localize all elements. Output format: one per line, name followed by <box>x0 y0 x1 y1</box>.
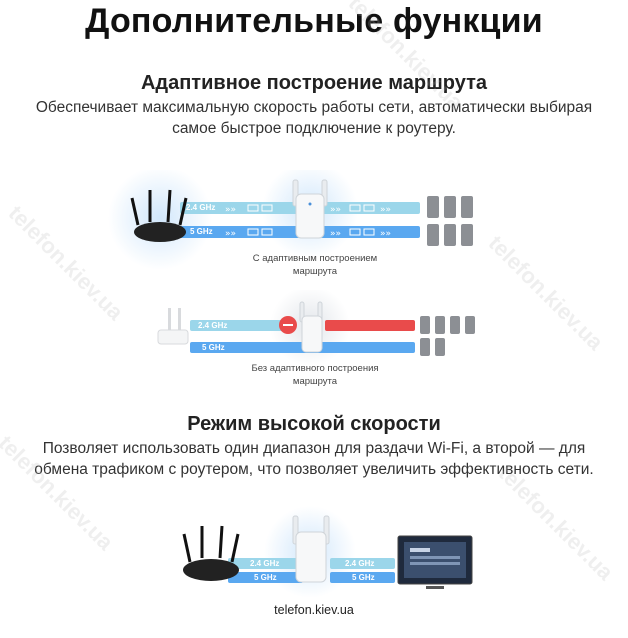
svg-text:»»: »» <box>380 229 391 239</box>
client-devices <box>427 196 473 246</box>
section1-description-line2: самое быстрое подключение к роутеру. <box>172 120 456 137</box>
non-adaptive-path-diagram: 2.4 GHz 5 GHz Без адаптивного построения… <box>0 286 628 395</box>
router-glow <box>108 166 212 270</box>
section2-title: Режим высокой скорости <box>187 413 441 435</box>
svg-text:»»: »» <box>330 229 341 239</box>
without-adaptive-caption-line1: Без адаптивного построения <box>251 363 379 374</box>
non-adaptive-path-illustration <box>157 286 475 366</box>
svg-text:»»: »» <box>225 205 236 215</box>
without-adaptive-caption-line2: маршрута <box>292 376 338 387</box>
band-5-label-2: 5 GHz <box>202 343 225 352</box>
svg-text:»»: »» <box>380 205 391 215</box>
band-5-bar-left <box>228 572 303 583</box>
router-white-icon <box>157 308 189 345</box>
band-24-label-1: 2.4 GHz <box>186 203 216 212</box>
footer-site-name: telefon.kiev.ua <box>274 603 354 617</box>
band-24-label-3b: 2.4 GHz <box>345 559 375 568</box>
extender-icon <box>292 179 328 239</box>
router-icon-3 <box>182 525 240 581</box>
section2-description-line1: Позволяет использовать один диапазон для… <box>42 440 586 457</box>
with-adaptive-caption: С адаптивным построением маршрута <box>230 252 400 278</box>
packet-icons <box>247 204 375 236</box>
extender-icon-3 <box>292 515 330 583</box>
section1-title: Адаптивное построение маршрута <box>140 72 488 94</box>
extender-icon-2 <box>299 301 323 353</box>
adaptive-path-illustration: »» »» »» »» »» »» <box>108 162 473 270</box>
client-devices-2 <box>420 316 475 356</box>
adaptive-path-diagram: »»»»»» »»»»»» 2.4 G <box>0 162 628 290</box>
page-title: Дополнительные функции <box>85 2 543 40</box>
band-5-bar-right <box>330 572 395 583</box>
with-adaptive-caption-line1: С адаптивным построением <box>252 253 378 264</box>
router-icon <box>130 189 188 242</box>
svg-text:»»: »» <box>330 205 341 215</box>
with-adaptive-caption-line2: маршрута <box>292 266 338 277</box>
section2-description-line2: обмена трафиком с роутером, что позволяе… <box>34 461 594 478</box>
band-chevrons: »» »» »» »» »» »» <box>225 205 391 239</box>
band-24-label-3a: 2.4 GHz <box>250 559 280 568</box>
band-24-bar-right <box>330 558 395 569</box>
band-5-label-3b: 5 GHz <box>352 573 375 582</box>
high-speed-mode-illustration <box>182 506 473 598</box>
band-24-bar-left <box>228 558 303 569</box>
svg-text:»»: »» <box>225 229 236 239</box>
blocked-band-bar <box>325 320 415 331</box>
band-24-label-2: 2.4 GHz <box>198 321 228 330</box>
band-5-label-1: 5 GHz <box>190 227 213 236</box>
band-24-bar-2 <box>190 320 290 331</box>
section1-description-line1: Обеспечивает максимальную скорость работ… <box>35 99 593 116</box>
high-speed-mode-diagram: 2.4 GHz 5 GHz 2.4 GHz 5 GHz <box>0 500 628 600</box>
tv-icon <box>397 535 473 589</box>
without-adaptive-caption: Без адаптивного построения маршрута <box>230 362 400 388</box>
band-5-label-3a: 5 GHz <box>254 573 277 582</box>
